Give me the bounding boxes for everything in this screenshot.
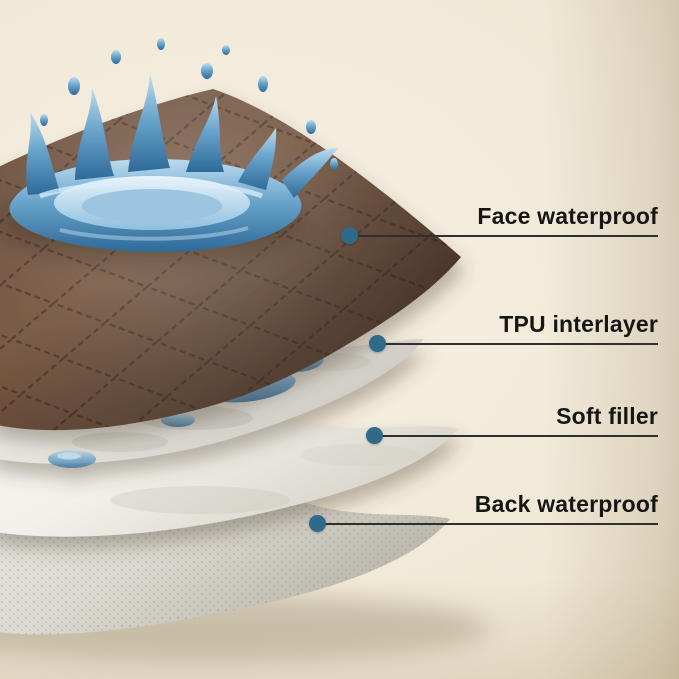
face-waterproof-layer [0,89,461,431]
callout-label-back-waterproof: Back waterproof [474,491,658,517]
callout-line [375,435,658,437]
water-splash [0,38,338,260]
callout-label-face-waterproof: Face waterproof [477,203,658,229]
callout-line [350,235,658,237]
callout-label-tpu-interlayer: TPU interlayer [499,311,658,337]
callout-line [318,523,658,525]
layer-marker-dot [369,335,386,352]
layer-marker-dot [309,515,326,532]
layer-marker-dot [366,427,383,444]
layer-marker-dot [341,227,358,244]
callout-label-soft-filler: Soft filler [556,403,658,429]
callout-line [378,343,658,345]
